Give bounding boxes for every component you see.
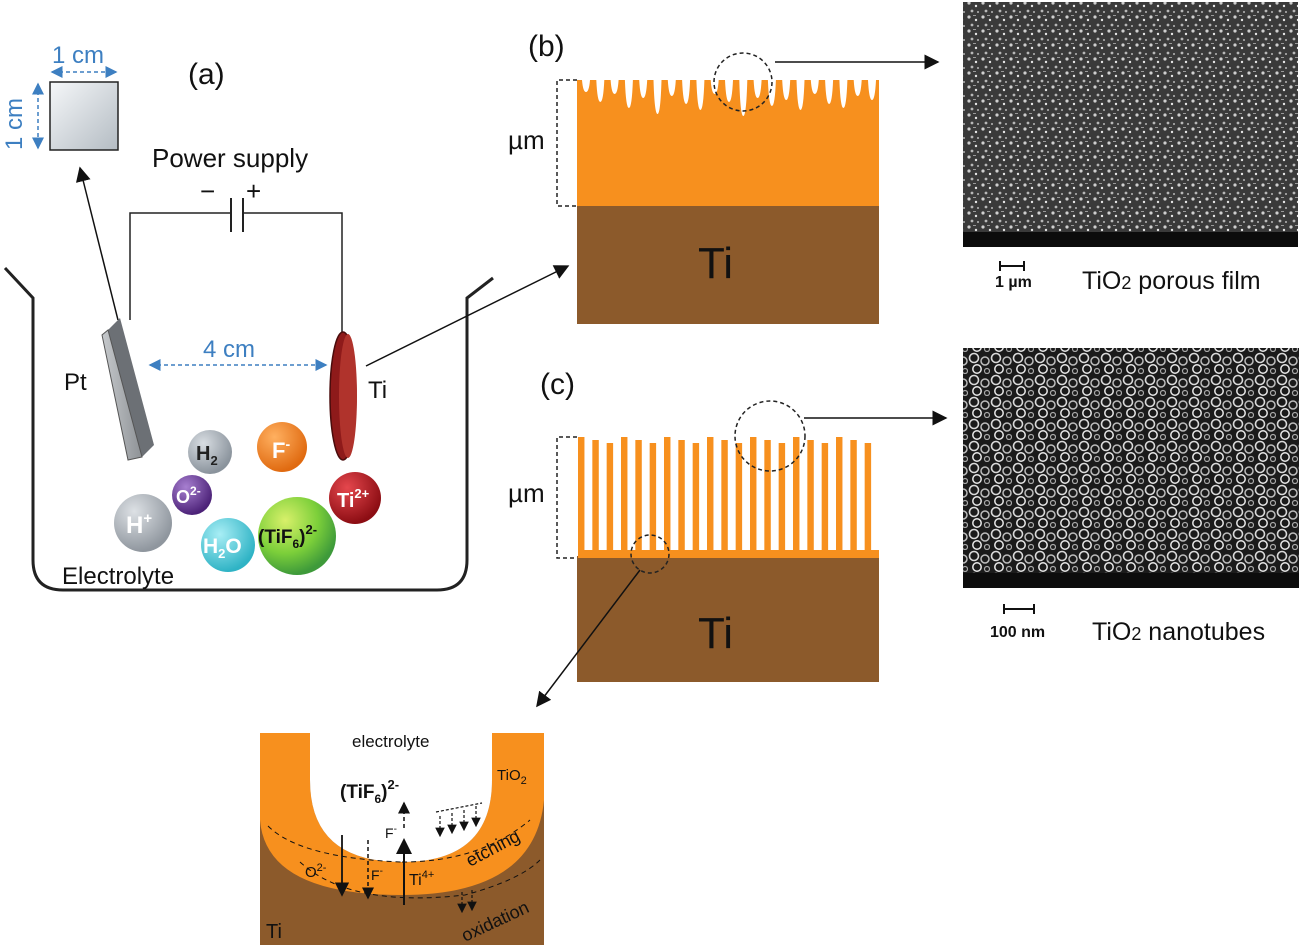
plate-height-label: 1 cm: [1, 98, 28, 150]
ti-substrate-c: [577, 556, 879, 682]
sem-image-porous-film: [963, 2, 1298, 247]
ion-oxide: O2-: [172, 475, 212, 515]
platinum-sample-square: [49, 81, 119, 151]
ion-h2: H2: [188, 430, 232, 474]
nanotube-wall: [750, 437, 757, 558]
ti-label: Ti: [368, 377, 387, 404]
pt-electrode-side: [108, 318, 154, 457]
nanotube-wall: [635, 440, 642, 558]
nanotube-wall: [621, 437, 628, 558]
detail-electrolyte-label: electrolyte: [352, 732, 429, 751]
panel-b-label: (b): [528, 30, 565, 63]
sem-caption-c: TiO2 nanotubes: [1092, 618, 1265, 646]
minus-sign: −: [200, 176, 215, 206]
wire-positive: [243, 212, 343, 332]
nanotube-wall: [592, 440, 599, 558]
panel-a: (a) 1 cm 1 cm Power supply − + Pt Ti 4 c…: [1, 42, 494, 592]
detail-oxide-label: O2-: [305, 862, 327, 881]
ion-titanium: Ti2+: [329, 472, 381, 524]
thickness-label-b: µm: [508, 125, 545, 155]
detail-ti4-label: Ti4+: [409, 869, 434, 889]
pt-label: Pt: [64, 369, 87, 396]
pore-bottom-detail: electrolyte TiO2 (TiF6)2- F- O2- F- Ti4+…: [260, 732, 544, 946]
nanotube-wall: [778, 443, 786, 558]
detail-fluoride-top: F-: [385, 824, 397, 841]
ion-proton: H+: [114, 494, 172, 552]
nanotube-wall: [606, 443, 614, 558]
zoom-circle-c-bottom: [630, 534, 670, 574]
ti-substrate-b: [577, 206, 879, 324]
plate-width-label: 1 cm: [52, 42, 104, 69]
panel-c: (c) Ti µm 100 nm TiO2 nanotubes: [508, 348, 1299, 708]
ti-to-panel-b-arrow: [365, 265, 570, 367]
beaker: [3, 266, 494, 592]
scale-bar-label-c: 100 nm: [990, 624, 1045, 641]
nanotube-wall: [793, 437, 800, 558]
arc-oxidation: [299, 859, 541, 899]
nanotube-array: [578, 437, 879, 558]
ti-substrate-label-b: Ti: [698, 239, 733, 288]
svg-text:H2: H2: [196, 443, 218, 468]
detail-fluoride-mid: F-: [371, 866, 383, 883]
nanotube-wall: [578, 437, 585, 558]
ion-fluoride: F-: [257, 422, 307, 472]
detail-electrolyte: [310, 733, 492, 862]
nanotube-wall: [707, 437, 714, 558]
surface-pores: [582, 80, 876, 116]
zoom-circle-c-top: [734, 400, 806, 472]
thickness-bracket-c: [556, 436, 577, 559]
nanotube-wall: [678, 440, 685, 558]
nanotube-wall: [735, 443, 743, 558]
panel-c-label: (c): [540, 368, 575, 401]
ion-water: H2O: [201, 518, 255, 572]
etch-arrows: [435, 802, 483, 838]
sem-caption-b: TiO2 porous film: [1082, 267, 1261, 295]
thickness-bracket-b: [556, 79, 577, 207]
oxidation-arrows: [457, 890, 477, 914]
nanotube-wall: [764, 440, 771, 558]
svg-text:H+: H+: [126, 510, 152, 539]
svg-text:F-: F-: [272, 436, 290, 463]
detail-ti-label: Ti: [266, 921, 282, 943]
nanotube-wall: [807, 440, 814, 558]
wire-negative: [129, 212, 231, 320]
sem-image-nanotubes: [963, 348, 1299, 588]
zoom-arrow-detail: [536, 569, 641, 708]
panel-a-label: (a): [188, 58, 225, 91]
arc-etch-right: [401, 819, 531, 863]
nanotube-wall: [721, 440, 728, 558]
nanotube-wall: [864, 443, 872, 558]
arc-etch-left: [267, 825, 403, 863]
detail-tio2-label: TiO2: [497, 767, 527, 787]
ti-substrate-label-c: Ti: [698, 609, 733, 658]
svg-text:(TiF6)2-: (TiF6)2-: [258, 522, 317, 551]
nanotube-wall: [850, 440, 857, 558]
panel-b: (b) Ti µm 1 µm TiO2 porous film: [508, 2, 1298, 324]
sem-info-bar-b: [963, 232, 1298, 247]
detail-tio2-layer: [260, 733, 544, 895]
sem-info-bar-c: [963, 573, 1299, 588]
pt-electrode: [101, 329, 143, 461]
svg-text:O2-: O2-: [176, 484, 201, 507]
svg-text:H2O: H2O: [203, 535, 242, 561]
pt-to-sample-arrow: [75, 166, 119, 321]
nanotube-wall: [692, 443, 700, 558]
svg-text:Ti2+: Ti2+: [337, 486, 370, 512]
scale-bar-label-b: 1 µm: [995, 274, 1032, 291]
power-supply-label: Power supply: [152, 143, 308, 173]
nanotube-base: [578, 550, 879, 558]
nanotube-wall: [821, 443, 829, 558]
zoom-circle-b: [713, 52, 773, 112]
ti-electrode-face: [339, 334, 357, 458]
distance-label: 4 cm: [203, 336, 255, 363]
plus-sign: +: [246, 176, 261, 206]
ion-hexafluorotitanate: (TiF6)2-: [258, 497, 336, 575]
thickness-label-c: µm: [508, 478, 545, 508]
nanotube-wall: [836, 437, 843, 558]
electrolyte-label: Electrolyte: [62, 563, 174, 590]
nanotube-wall: [664, 437, 671, 558]
nanotube-wall: [649, 443, 657, 558]
detail-tif6-label: (TiF6)2-: [340, 777, 399, 806]
